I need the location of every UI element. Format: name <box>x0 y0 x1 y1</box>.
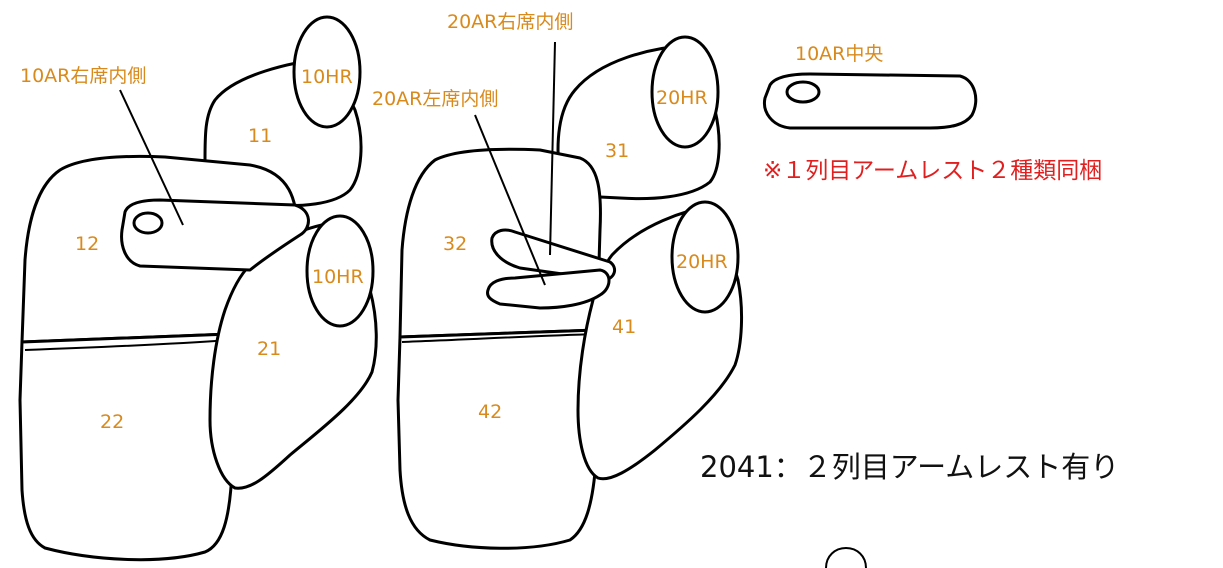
headrest-20hr-upper <box>650 35 720 149</box>
headrest-10hr-lower <box>305 214 375 328</box>
callout-10ar-center: 10AR中央 <box>795 43 883 65</box>
front-seat-group <box>18 15 378 562</box>
headrest-10hr-upper <box>292 15 362 129</box>
armrest-note: ※１列目アームレスト２種類同梱 <box>763 158 1102 184</box>
armrest-10ar-center <box>762 72 978 130</box>
rear-seat-group <box>396 35 744 550</box>
part-label-42: 42 <box>478 401 502 423</box>
model-note: 2041：２列目アームレスト有り <box>700 450 1119 484</box>
part-label-12: 12 <box>75 233 99 255</box>
armrest-20ar-right <box>490 228 617 282</box>
headrest-label-20hr-upper: 20HR <box>656 87 708 109</box>
part-label-31: 31 <box>605 140 629 162</box>
headrest-label-10hr-lower: 10HR <box>312 266 364 288</box>
part-label-32: 32 <box>443 233 467 255</box>
part-label-22: 22 <box>100 411 124 433</box>
partial-circle-mark <box>825 546 867 568</box>
part-label-21: 21 <box>257 338 281 360</box>
armrest-20ar-left <box>486 268 611 310</box>
seat-cushion-22 <box>18 332 236 562</box>
headrest-20hr-lower <box>670 200 740 314</box>
callout-20ar-right-inner: 20AR右席内側 <box>447 11 573 33</box>
armrest-10ar-right <box>120 198 310 272</box>
part-label-11: 11 <box>248 125 272 147</box>
headrest-label-20hr-lower: 20HR <box>676 251 728 273</box>
headrest-label-10hr-upper: 10HR <box>301 66 353 88</box>
armrest-10ar-cup <box>132 211 164 235</box>
seat-cushion-42 <box>396 328 601 550</box>
part-label-41: 41 <box>612 316 636 338</box>
callout-20ar-left-inner: 20AR左席内側 <box>372 88 498 110</box>
callout-10ar-right-inner: 10AR右席内側 <box>20 65 146 87</box>
